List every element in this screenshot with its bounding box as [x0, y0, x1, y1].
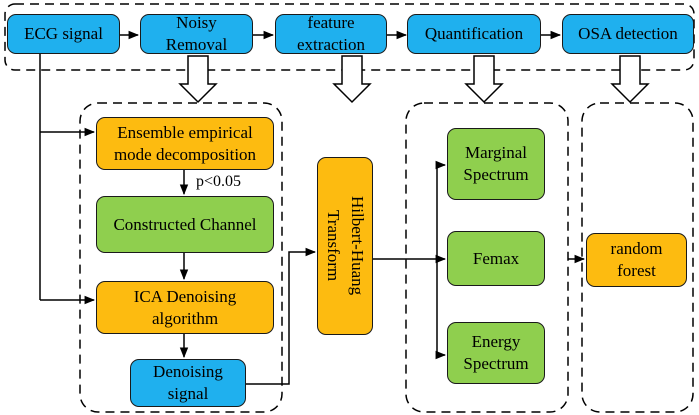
block-arrow-quant: [464, 55, 504, 104]
hilbert-huang-transform-box: Hilbert-Huang Transform: [317, 157, 373, 335]
denoise-group: [79, 102, 283, 413]
femax-box: Femax: [447, 231, 545, 286]
quantification-box: Quantification: [407, 14, 541, 54]
marginal-spectrum-box: Marginal Spectrum: [447, 128, 545, 200]
random-forest-box: random forest: [586, 233, 687, 287]
classifier-group: [581, 102, 694, 413]
ecg-signal-box: ECG signal: [7, 14, 120, 54]
block-arrow-osa: [610, 55, 650, 104]
osa-detection-box: OSA detection: [562, 14, 694, 54]
p-value-label: p<0.05: [196, 173, 242, 190]
feature-group: [405, 102, 569, 413]
block-arrow-feature: [332, 55, 372, 104]
arrow-signal-hht: [246, 247, 317, 385]
constructed-channel-box: Constructed Channel: [96, 196, 274, 253]
ica-denoising-box: ICA Denoising algorithm: [96, 281, 274, 334]
energy-spectrum-box: Energy Spectrum: [447, 322, 545, 384]
eemd-box: Ensemble empirical mode decomposition: [96, 117, 274, 170]
feature-extraction-box: feature extraction: [275, 13, 387, 54]
block-arrow-noisy: [178, 55, 218, 104]
denoising-signal-box: Denoising signal: [130, 359, 246, 407]
noisy-removal-box: Noisy Removal: [140, 13, 253, 54]
